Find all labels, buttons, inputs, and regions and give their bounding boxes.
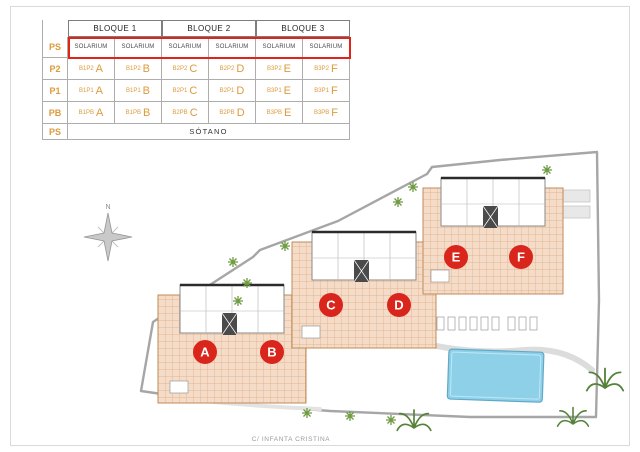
floor-label-pb: PB: [42, 102, 68, 124]
solarium-cell: SOLARIUM: [256, 37, 303, 58]
solarium-row: PS SOLARIUM SOLARIUM SOLARIUM SOLARIUM S…: [42, 37, 351, 58]
solarium-cell: SOLARIUM: [209, 37, 256, 58]
building-block-2: [291, 230, 437, 349]
compass-icon: N: [83, 204, 133, 262]
unit-markers: A B C D E F: [193, 245, 533, 364]
units-table: BLOQUE 1 BLOQUE 2 BLOQUE 3 PS SOLARIUM S…: [42, 20, 351, 140]
sun-loungers: [507, 316, 538, 331]
building-block-3: [422, 176, 564, 295]
marker-f: F: [509, 245, 533, 269]
floor-label-ps-bottom: PS: [42, 124, 68, 140]
svg-text:A: A: [200, 345, 210, 360]
marker-b: B: [260, 340, 284, 364]
solarium-cell: SOLARIUM: [68, 37, 115, 58]
svg-text:C: C: [326, 298, 336, 313]
floor-label-ps: PS: [42, 37, 68, 58]
block-2-header: BLOQUE 2: [162, 20, 256, 37]
basement-cell: SÓTANO: [68, 124, 350, 140]
solarium-cell: SOLARIUM: [115, 37, 162, 58]
floor-label-p1: P1: [42, 80, 68, 102]
floor-label-p2: P2: [42, 58, 68, 80]
block-header-row: BLOQUE 1 BLOQUE 2 BLOQUE 3: [42, 20, 351, 37]
block-1-header: BLOQUE 1: [68, 20, 162, 37]
basement-row: PS SÓTANO: [42, 124, 351, 140]
compass-north-label: N: [105, 204, 110, 211]
svg-text:B: B: [267, 345, 276, 360]
svg-text:E: E: [452, 250, 461, 265]
solarium-cell: SOLARIUM: [303, 37, 350, 58]
marker-d: D: [387, 293, 411, 317]
marker-a: A: [193, 340, 217, 364]
street-label: C/ INFANTA CRISTINA: [252, 436, 331, 443]
building-block-1: [157, 283, 307, 404]
svg-text:F: F: [517, 250, 525, 265]
table-corner-cell: [42, 20, 68, 37]
sun-loungers: [436, 316, 500, 331]
walkway-path: [415, 339, 595, 373]
marker-e: E: [444, 245, 468, 269]
svg-text:D: D: [394, 298, 403, 313]
solarium-cell: SOLARIUM: [162, 37, 209, 58]
block-3-header: BLOQUE 3: [256, 20, 350, 37]
swimming-pool: [446, 348, 545, 403]
marker-c: C: [319, 293, 343, 317]
